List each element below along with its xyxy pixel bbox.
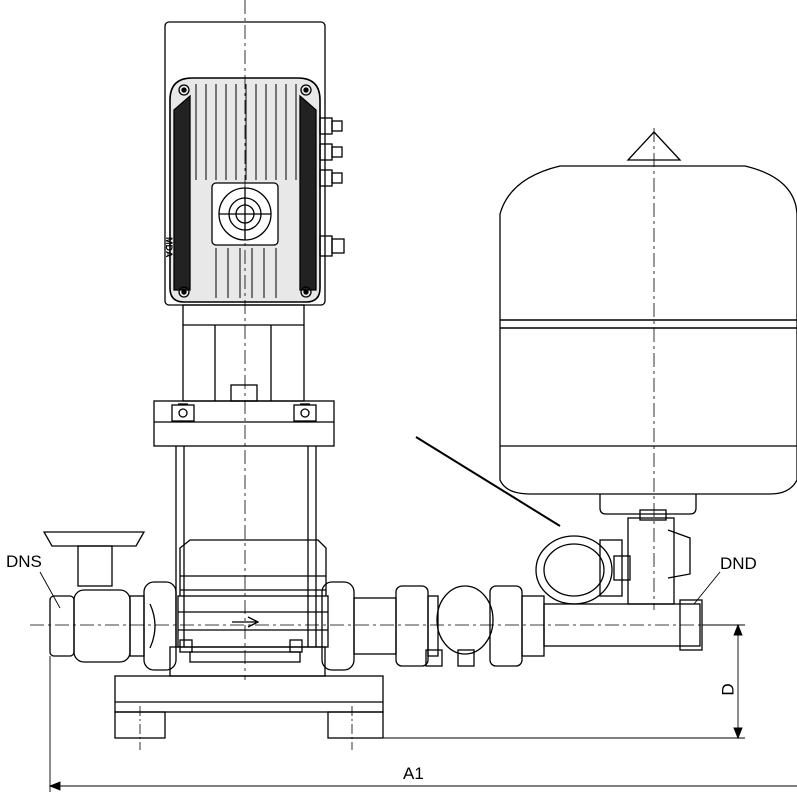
- discharge-connection-label: DND: [720, 554, 757, 573]
- base-frame: [114, 675, 384, 750]
- cable-glands: [319, 117, 345, 257]
- height-dimension-label: D: [718, 683, 738, 696]
- expansion-vessel: [499, 131, 797, 515]
- dimension-lines: [39, 571, 797, 792]
- motor-brand-logo: MDA: [164, 237, 174, 258]
- suction-connection-label: DNS: [6, 552, 42, 571]
- motor-stool: [182, 304, 305, 402]
- length-dimension-label: A1: [403, 764, 424, 783]
- discharge-piping: [321, 581, 703, 671]
- suction-valve: [42, 531, 177, 671]
- pump-body: [169, 446, 329, 677]
- pressure-switch: [415, 436, 691, 605]
- upper-flange: [153, 400, 335, 447]
- centre-lines: [30, 0, 740, 680]
